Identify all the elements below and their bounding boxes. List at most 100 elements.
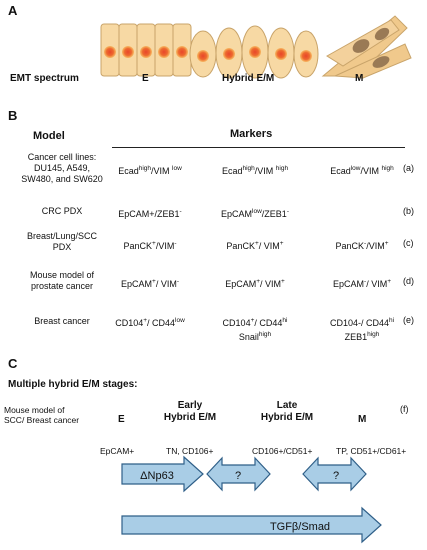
model-cell: Breast/Lung/SCC PDX xyxy=(26,231,98,252)
marker-superscript: + xyxy=(143,317,148,324)
marker-superscript: + xyxy=(387,278,391,285)
marker-line: Ecadlow/VIM high xyxy=(330,163,394,177)
row-reference: (d) xyxy=(403,276,414,286)
marker-text: PanCK xyxy=(123,241,153,251)
marker-line: PanCK+/ VIM+ xyxy=(226,238,283,252)
marker-superscript: high xyxy=(242,165,255,172)
early-late-double-arrow: ? xyxy=(206,456,271,492)
hybrid-stages-title: Multiple hybrid E/M stages: xyxy=(8,379,138,390)
emt-cells-illustration xyxy=(100,15,412,79)
stage-m-label: M xyxy=(355,73,364,84)
marker-superscript: + xyxy=(384,240,389,247)
marker-superscript: - xyxy=(179,208,182,215)
marker-text: /VIM xyxy=(360,166,382,176)
marker-text: Ecad xyxy=(330,166,351,176)
marker-superscript: + xyxy=(279,240,284,247)
marker-line: CD104-/ CD44hi xyxy=(330,315,394,329)
marker-superscript: high xyxy=(138,165,152,172)
marker-line: PanCK+/VIM- xyxy=(123,238,176,252)
marker-text: EpCAM xyxy=(333,279,365,289)
model-cell: Breast cancer xyxy=(34,316,90,326)
marker-cell-m: Ecadlow/VIM high xyxy=(330,163,394,177)
marker-text: PanCK xyxy=(226,241,255,251)
marker-text: / CD44 xyxy=(147,318,176,328)
row-reference: (c) xyxy=(403,238,414,248)
marker-cell-e: EpCAM+/ZEB1- xyxy=(118,206,181,220)
marker-text: /VIM xyxy=(254,166,276,176)
panel-c-letter: C xyxy=(8,356,18,371)
marker-line: EpCAM+/ VIM- xyxy=(121,276,179,290)
c-marker-m: TP, CD51+/CD61+ xyxy=(336,446,407,456)
marker-text: / VIM xyxy=(258,241,280,251)
marker-line: EpCAM+/ VIM+ xyxy=(225,276,285,290)
marker-superscript: high xyxy=(258,331,272,338)
epithelial-cells xyxy=(100,23,192,77)
marker-text: CD104 xyxy=(222,318,251,328)
model-cell: CRC PDX xyxy=(41,206,83,216)
marker-text: / CD44 xyxy=(254,318,283,328)
marker-superscript: + xyxy=(281,278,285,285)
marker-superscript: high xyxy=(367,331,380,338)
marker-cell-h: EpCAMlow/ZEB1- xyxy=(221,206,289,220)
marker-text: CD104-/ CD44 xyxy=(329,318,389,328)
marker-text: EpCAM+/ZEB1 xyxy=(118,209,180,219)
marker-text: / VIM xyxy=(155,279,177,289)
marker-superscript: + xyxy=(250,317,255,324)
hybrid-cells xyxy=(189,25,319,79)
marker-line: CD104+/ CD44low xyxy=(115,315,185,329)
marker-cell-h: Ecadhigh/VIM high xyxy=(222,163,288,177)
marker-text: / VIM xyxy=(260,279,282,289)
marker-cell-h: PanCK+/ VIM+ xyxy=(226,238,283,252)
marker-line: PanCK-/VIM+ xyxy=(335,238,388,252)
c-stage-late-label: Late Hybrid E/M xyxy=(260,400,314,423)
row-reference: (e) xyxy=(403,315,414,325)
marker-superscript: + xyxy=(254,240,259,247)
c-marker-late: CD106+/CD51+ xyxy=(252,446,313,456)
marker-text: Ecad xyxy=(221,166,243,176)
marker-text: CD104 xyxy=(115,318,144,328)
panel-b-letter: B xyxy=(8,108,18,123)
marker-superscript: - xyxy=(364,278,367,285)
marker-superscript: high xyxy=(275,165,289,172)
row-reference: (a) xyxy=(403,163,414,173)
c-stage-early-label: Early Hybrid E/M xyxy=(163,400,217,423)
marker-line-2: ZEB1high xyxy=(330,329,394,343)
marker-line: EpCAM+/ZEB1- xyxy=(118,206,181,220)
late-m-double-arrow: ? xyxy=(302,456,367,492)
marker-superscript: low xyxy=(350,165,361,172)
dnp63-label: ΔNp63 xyxy=(140,470,174,482)
c-marker-e: EpCAM+ xyxy=(100,446,135,456)
marker-superscript: - xyxy=(176,278,179,285)
marker-text: /VIM xyxy=(155,241,175,251)
marker-superscript: + xyxy=(256,278,260,285)
marker-line: CD104+/ CD44hi xyxy=(223,315,288,329)
marker-line: Ecadhigh/VIM low xyxy=(118,163,182,177)
marker-line: EpCAM-/ VIM+ xyxy=(333,276,391,290)
marker-superscript: - xyxy=(174,240,177,247)
marker-superscript: low xyxy=(172,165,182,172)
c-stage-e-label: E xyxy=(118,414,125,425)
marker-text: EpCAM xyxy=(121,279,153,289)
tgf-smad-arrow: TGFβ/Smad xyxy=(121,506,382,544)
marker-superscript: low xyxy=(175,317,185,324)
model-cell: Mouse model of prostate cancer xyxy=(29,270,95,291)
c-marker-early: TN, CD106+ xyxy=(166,446,214,456)
row-f-reference: (f) xyxy=(400,404,409,414)
markers-column-header: Markers xyxy=(230,128,273,140)
marker-superscript: hi xyxy=(388,317,395,324)
marker-cell-e: CD104+/ CD44low xyxy=(115,315,185,329)
panel-a-letter: A xyxy=(8,3,18,18)
marker-text: PanCK xyxy=(335,241,365,251)
pathway-arrows: ΔNp63 ? ? TGFβ/Smad xyxy=(121,455,382,544)
stage-hybrid-label: Hybrid E/M xyxy=(222,73,275,84)
marker-text: Ecad xyxy=(118,166,139,176)
stage-e-label: E xyxy=(142,73,149,84)
marker-text: EpCAM xyxy=(225,279,257,289)
dnp63-arrow: ΔNp63 xyxy=(121,455,204,493)
marker-superscript: - xyxy=(364,240,367,247)
model-column-header: Model xyxy=(33,130,65,142)
marker-text: EpCAM xyxy=(221,209,253,219)
marker-text: / VIM xyxy=(366,279,388,289)
